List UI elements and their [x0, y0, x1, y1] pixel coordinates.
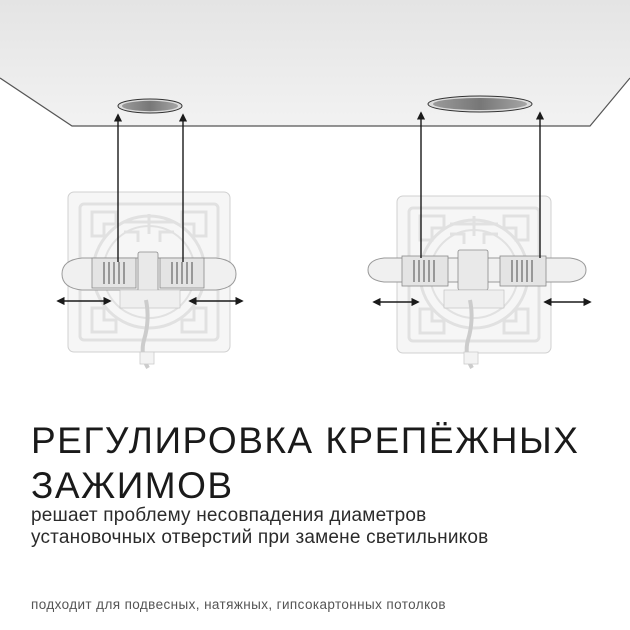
ceiling [0, 0, 630, 127]
subtitle: решает проблему несовпадения диаметров у… [31, 505, 621, 549]
adjust-arrows [56, 296, 592, 307]
light-panel-left [61, 191, 237, 369]
headline-line-2: ЗАЖИМОВ [31, 465, 234, 506]
headline: РЕГУЛИРОВКА КРЕПЁЖНЫХ ЗАЖИМОВ [31, 418, 611, 508]
product-illustration [0, 0, 630, 369]
subtitle-line-2: установочных отверстий при замене светил… [31, 527, 489, 548]
light-panel-right [367, 195, 587, 369]
mounting-hole-large [427, 95, 533, 113]
headline-line-1: РЕГУЛИРОВКА КРЕПЁЖНЫХ [31, 420, 580, 461]
fit-arrows [113, 111, 545, 262]
subtitle-line-1: решает проблему несовпадения диаметров [31, 505, 427, 526]
footnote: подходит для подвесных, натяжных, гипсок… [31, 597, 447, 612]
mounting-hole-small [117, 98, 183, 114]
